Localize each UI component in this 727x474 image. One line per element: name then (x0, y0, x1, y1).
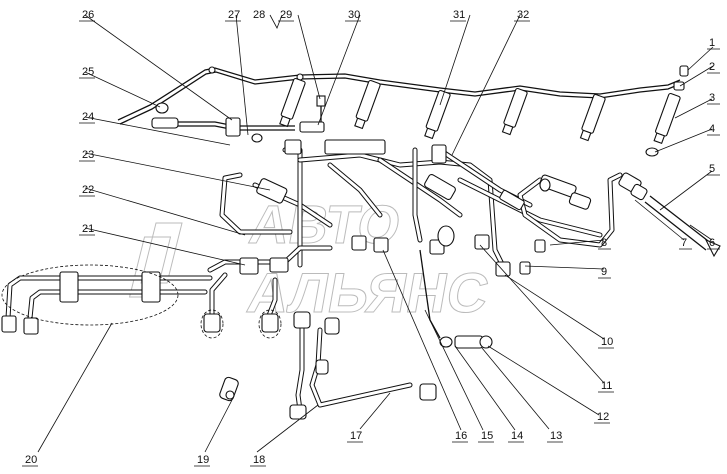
callout-28: 28 (253, 9, 265, 21)
injector-6 (653, 92, 681, 145)
clamp-block-21 (200, 245, 333, 339)
callout-10: 10 (601, 336, 613, 348)
injector-3 (424, 89, 451, 140)
callout-16: 16 (455, 430, 467, 442)
callout-22: 22 (82, 184, 94, 196)
callout-4: 4 (709, 123, 715, 135)
callout-7: 7 (681, 237, 687, 249)
callout-underlines (22, 20, 720, 467)
callout-11: 11 (601, 380, 612, 392)
injector-pipe-right (618, 172, 721, 258)
callout-21: 21 (82, 223, 94, 235)
fittings-top-right (645, 65, 689, 157)
callout-numbers: 1 2 3 4 5 6 7 8 9 10 11 12 13 14 15 16 1… (25, 9, 715, 466)
callout-12: 12 (597, 411, 609, 423)
leader-lines (37, 14, 714, 453)
callout-32: 32 (517, 9, 529, 21)
callout-25: 25 (82, 66, 94, 78)
callout-3: 3 (709, 92, 715, 104)
fitting-19 (219, 376, 239, 402)
callout-31: 31 (453, 9, 465, 21)
callout-23: 23 (82, 149, 94, 161)
callout-8: 8 (601, 237, 607, 249)
callout-5: 5 (709, 163, 715, 175)
callout-24: 24 (82, 111, 94, 123)
callout-13: 13 (550, 430, 562, 442)
pipe-group-20 (1, 264, 213, 335)
callout-19: 19 (197, 454, 209, 466)
callout-14: 14 (511, 430, 523, 442)
callout-17: 17 (350, 430, 362, 442)
injector-1 (279, 77, 306, 128)
injector-row (279, 77, 681, 145)
callout-29: 29 (280, 9, 292, 21)
callout-18: 18 (253, 454, 265, 466)
callout-30: 30 (348, 9, 360, 21)
callout-6: 6 (709, 237, 715, 249)
callout-15: 15 (481, 430, 493, 442)
callout-20: 20 (25, 454, 37, 466)
callout-2: 2 (709, 61, 715, 73)
injector-2 (354, 79, 381, 130)
lower-pipe-17-18 (289, 311, 437, 420)
drain-line-assembly (117, 66, 681, 125)
injector-5 (579, 93, 606, 142)
callout-9: 9 (601, 266, 607, 278)
injector-4 (501, 87, 528, 136)
callout-1: 1 (709, 37, 715, 49)
callout-26: 26 (82, 9, 94, 21)
callout-27: 27 (228, 9, 240, 21)
